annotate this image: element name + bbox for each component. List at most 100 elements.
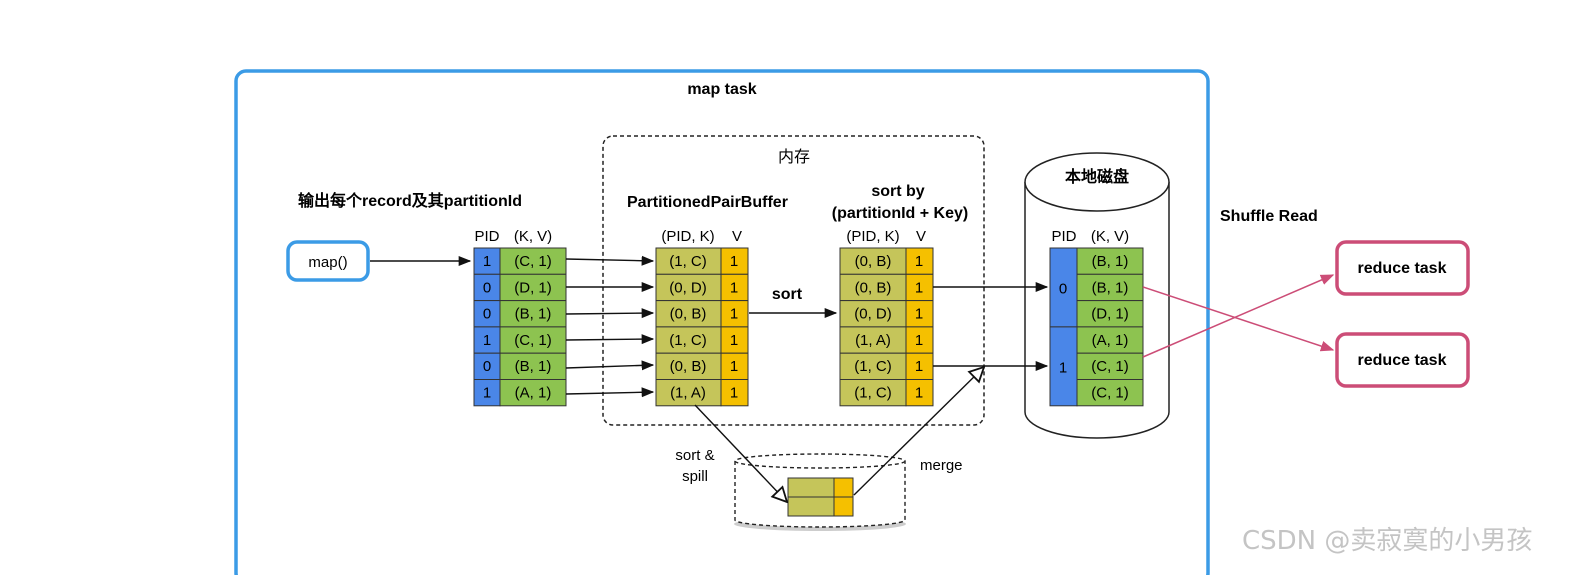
disk-kv-cell bbox=[1076, 352, 1144, 381]
output-pid-text: 0 bbox=[483, 306, 491, 323]
buffer-v-cell bbox=[720, 379, 749, 407]
output-header-kv: (K, V) bbox=[514, 228, 552, 245]
map-button-label: map() bbox=[308, 254, 347, 271]
output-pid-text: 0 bbox=[483, 358, 491, 375]
arrow-shuffle-to-reduce-2 bbox=[1142, 286, 1335, 352]
disk-kv-text: (D, 1) bbox=[1091, 306, 1129, 323]
reduce-task-2[interactable]: reduce task bbox=[1335, 332, 1470, 388]
arrow-merge bbox=[853, 367, 984, 496]
map-task-box bbox=[234, 69, 1210, 575]
output-pid-text: 1 bbox=[483, 253, 491, 270]
sorted-v-text: 1 bbox=[915, 279, 923, 296]
disk-pid-text: 1 bbox=[1059, 359, 1067, 376]
output-kv-text: (D, 1) bbox=[514, 279, 552, 296]
arrows-output-to-buffer bbox=[565, 255, 655, 398]
sort-by-line2: (partitionId + Key) bbox=[832, 205, 968, 222]
buffer-header-pk: (PID, K) bbox=[661, 228, 714, 245]
spill-file-cylinder bbox=[734, 453, 906, 531]
disk-kv-text: (B, 1) bbox=[1092, 253, 1129, 270]
watermark: CSDN @卖寂寞的小男孩 bbox=[1242, 526, 1532, 556]
sorted-v-cell bbox=[905, 379, 934, 407]
sort-spill-line2: spill bbox=[682, 468, 708, 485]
arrow-shuffle-to-reduce-1 bbox=[1142, 274, 1335, 358]
output-kv-text: (B, 1) bbox=[515, 358, 552, 375]
disk-kv-text: (C, 1) bbox=[1091, 358, 1129, 375]
sorted-v-text: 1 bbox=[915, 332, 923, 349]
buffer-pk-cell bbox=[655, 273, 722, 302]
memory-box bbox=[602, 135, 985, 426]
buffer-pk-text: (1, A) bbox=[670, 385, 706, 402]
disk-title: 本地磁盘 bbox=[1065, 167, 1129, 186]
sorted-pk-text: (1, A) bbox=[855, 332, 891, 349]
buffer-pk-cell bbox=[655, 300, 722, 328]
sorted-pk-cell bbox=[839, 379, 907, 407]
shuffle-read-label: Shuffle Read bbox=[1220, 208, 1318, 225]
output-pid-text: 1 bbox=[483, 332, 491, 349]
output-records-table: PID (K, V) 1(C, 1)0(D, 1)0(B, 1)1(C, 1)0… bbox=[473, 228, 567, 407]
buffer-v-text: 1 bbox=[730, 306, 738, 323]
output-kv-cell bbox=[499, 247, 567, 275]
buffer-table: (PID, K) V (1, C) 1 (0, D) 1 (0, B) 1 (1, C) 1 (… bbox=[655, 228, 749, 407]
output-kv-cell bbox=[499, 273, 567, 302]
sorted-pk-cell bbox=[839, 352, 907, 381]
arrow-spill bbox=[694, 404, 787, 502]
reduce-task-2-label: reduce task bbox=[1358, 352, 1447, 369]
disk-kv-cell bbox=[1076, 326, 1144, 354]
reduce-task-1[interactable]: reduce task bbox=[1335, 240, 1470, 296]
buffer-title: PartitionedPairBuffer bbox=[627, 194, 788, 211]
sort-label: sort bbox=[772, 286, 803, 303]
sorted-v-text: 1 bbox=[915, 358, 923, 375]
sort-by-line1: sort by bbox=[871, 183, 924, 200]
sorted-v-text: 1 bbox=[915, 306, 923, 323]
sorted-v-text: 1 bbox=[915, 385, 923, 402]
buffer-v-text: 1 bbox=[730, 253, 738, 270]
sorted-pk-cell bbox=[839, 273, 907, 302]
sorted-pk-text: (1, C) bbox=[854, 358, 892, 375]
sorted-pk-text: (0, B) bbox=[855, 279, 892, 296]
buffer-pk-text: (1, C) bbox=[669, 332, 707, 349]
disk-header-pid: PID bbox=[1051, 228, 1076, 245]
sorted-header-v: V bbox=[916, 228, 926, 245]
buffer-pk-text: (1, C) bbox=[669, 253, 707, 270]
sorted-pk-cell bbox=[839, 326, 907, 354]
buffer-header-v: V bbox=[732, 228, 742, 245]
output-pid-text: 0 bbox=[483, 279, 491, 296]
output-pid-cell bbox=[473, 379, 501, 407]
sorted-header-pk: (PID, K) bbox=[846, 228, 899, 245]
buffer-pk-text: (0, B) bbox=[670, 306, 707, 323]
reduce-task-1-label: reduce task bbox=[1358, 260, 1447, 277]
buffer-pk-text: (0, B) bbox=[670, 358, 707, 375]
map-button[interactable]: map() bbox=[286, 240, 370, 282]
output-kv-cell bbox=[499, 379, 567, 407]
disk-kv-cell bbox=[1076, 247, 1144, 275]
buffer-pk-cell bbox=[655, 247, 722, 275]
buffer-v-cell bbox=[720, 273, 749, 302]
disk-kv-text: (B, 1) bbox=[1092, 279, 1129, 296]
output-kv-text: (C, 1) bbox=[514, 332, 552, 349]
sorted-v-cell bbox=[905, 326, 934, 354]
disk-pid-text: 0 bbox=[1059, 280, 1067, 297]
buffer-v-text: 1 bbox=[730, 358, 738, 375]
buffer-v-text: 1 bbox=[730, 385, 738, 402]
sorted-pk-text: (0, B) bbox=[855, 253, 892, 270]
disk-kv-text: (C, 1) bbox=[1091, 385, 1129, 402]
sorted-v-cell bbox=[905, 300, 934, 328]
output-pid-text: 1 bbox=[483, 385, 491, 402]
output-kv-cell bbox=[499, 300, 567, 328]
buffer-pk-text: (0, D) bbox=[669, 279, 707, 296]
buffer-v-text: 1 bbox=[730, 332, 738, 349]
buffer-v-text: 1 bbox=[730, 279, 738, 296]
memory-title: 内存 bbox=[778, 148, 810, 166]
disk-table: PID (K, V) 0(B, 1)(B, 1)(D, 1)1(A, 1)(C,… bbox=[1049, 228, 1144, 407]
sorted-pk-cell bbox=[839, 247, 907, 275]
sorted-pk-text: (1, C) bbox=[854, 385, 892, 402]
sorted-table: (PID, K) V (0, B)1(0, B)1(0, D)1(1, A)1(… bbox=[839, 228, 934, 407]
disk-pid-cell bbox=[1049, 326, 1078, 407]
disk-kv-cell bbox=[1076, 379, 1144, 407]
buffer-pk-cell bbox=[655, 379, 722, 407]
disk-pid-cell bbox=[1049, 247, 1078, 328]
output-header-pid: PID bbox=[474, 228, 499, 245]
sort-spill-line1: sort & bbox=[675, 447, 714, 464]
sorted-v-text: 1 bbox=[915, 253, 923, 270]
